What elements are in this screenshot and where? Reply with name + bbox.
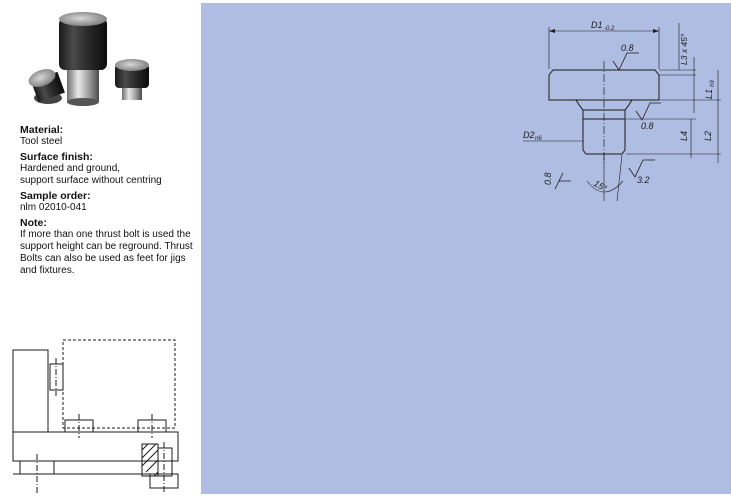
d1-label: D1 [591,20,603,30]
surface-line: Hardened and ground, [20,163,121,174]
d2-tolerance: n6 [535,136,542,142]
d2-label: D2 [523,130,535,140]
product-info: Material: Tool steel Surface finish: Har… [20,124,200,277]
l1-tolerance: h9 [710,80,716,87]
roughness-bottom: 3.2 [637,175,650,185]
note-line: Bolts can also be used as feet for jigs [20,253,186,264]
roughness-top: 0.8 [621,43,634,53]
chamfer-label: L3 x 45° [679,33,689,65]
roughness-right: 0.8 [641,121,654,131]
angle-label: 15° [592,178,609,194]
note-line: If more than one thrust bolt is used the [20,229,191,240]
l4-label: L4 [679,131,689,141]
note-heading: Note: [20,217,47,229]
material-text: Tool steel [20,136,63,147]
l1-label: L1 [704,89,714,99]
sample-heading: Sample order: [20,190,91,202]
note-line: and fixtures. [20,265,75,276]
l2-label: L2 [703,131,713,141]
roughness-left: 0.8 [543,172,553,185]
sample-text: nlm 02010-041 [20,202,87,213]
material-heading: Material: [20,124,64,136]
surface-heading: Surface finish: [20,151,93,163]
note-line: support height can be reground. Thrust [20,241,193,252]
fixture-drawing [12,339,179,494]
surface-line: support surface without centring [20,175,162,186]
left-column: Material: Tool steel Surface finish: Har… [0,0,200,498]
d1-tolerance: -0.2 [604,26,615,32]
drawing-panel: D1 -0.2 0.8 L3 x 45° L1 h9 L2 L4 0.8 D2 … [201,3,731,494]
product-photo [28,12,149,106]
technical-drawing: D1 -0.2 0.8 L3 x 45° L1 h9 L2 L4 0.8 D2 … [523,20,721,202]
